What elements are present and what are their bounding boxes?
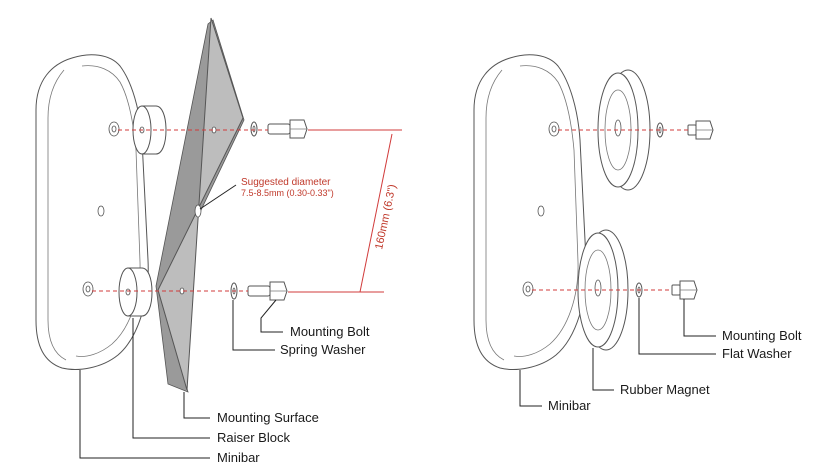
mounting-surface-label: Mounting Surface (217, 410, 319, 425)
right-assembly: Mounting Bolt Flat Washer Rubber Magnet … (473, 54, 802, 413)
left-minibar-leader (79, 370, 210, 459)
rubber-magnet-label: Rubber Magnet (620, 382, 710, 397)
left-minibar-hole-middle (97, 205, 105, 217)
left-spring-washer-leader (232, 300, 275, 351)
dimension-160mm: 160mm (6.3") (373, 183, 399, 250)
right-minibar-leader (519, 370, 542, 407)
right-mounting-bolt-leader (683, 299, 716, 337)
left-mounting-bolt-label: Mounting Bolt (290, 324, 370, 339)
right-flat-washer-label: Flat Washer (722, 346, 792, 361)
left-spring-washer-top (250, 121, 258, 137)
right-minibar (473, 54, 587, 370)
left-mounting-bolt-leader (260, 299, 283, 333)
left-raiser-block-bottom (118, 267, 153, 317)
plate-hole-middle (194, 204, 202, 218)
rubber-magnet-leader (592, 348, 614, 391)
suggested-diameter-title: Suggested diameter (241, 177, 331, 188)
mounting-surface-plate (155, 17, 245, 393)
right-mounting-bolt-top (687, 120, 714, 140)
raiser-block-label: Raiser Block (217, 430, 290, 445)
left-spring-washer-label: Spring Washer (280, 342, 366, 357)
suggested-diameter-value: 7.5-8.5mm (0.30-0.33") (241, 188, 334, 198)
raiser-block-leader (132, 318, 210, 439)
right-flat-washer-leader (638, 298, 716, 355)
left-minibar (35, 54, 149, 370)
dimension-line (359, 133, 393, 293)
suggested-diameter-leader (199, 184, 237, 210)
left-mounting-bolt-top (267, 119, 308, 139)
mounting-surface-leader (183, 392, 210, 419)
right-minibar-hole-middle (537, 205, 545, 217)
left-mounting-bolt-bottom (247, 281, 288, 301)
right-mounting-bolt-label: Mounting Bolt (722, 328, 802, 343)
left-assembly: 160mm (6.3") Suggested diameter 7.5-8.5m… (35, 17, 402, 465)
right-minibar-label: Minibar (548, 398, 591, 413)
right-mounting-bolt-bottom (671, 280, 698, 300)
left-minibar-label: Minibar (217, 450, 260, 465)
